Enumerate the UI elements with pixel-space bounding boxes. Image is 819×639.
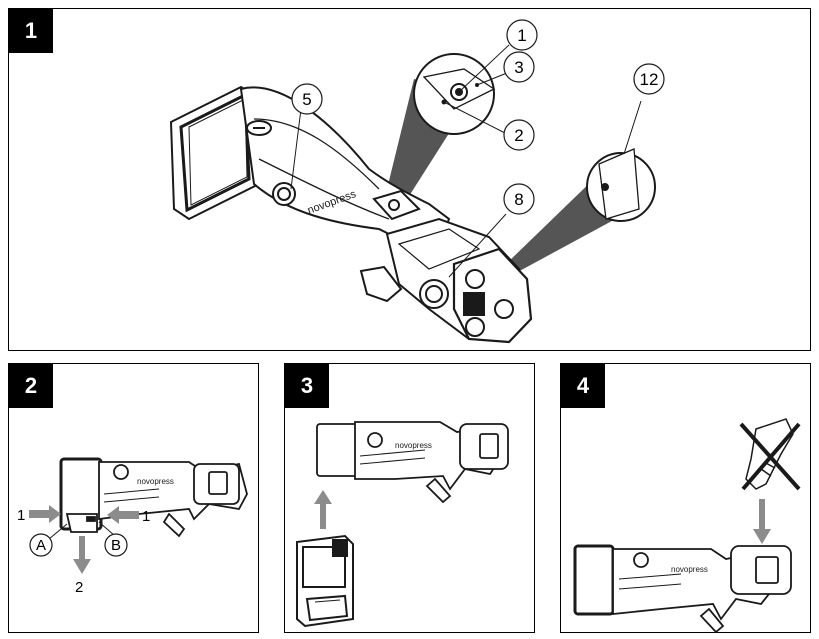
callout-12: 12 <box>633 63 665 95</box>
svg-text:A: A <box>36 537 46 554</box>
callout-1: 1 <box>506 19 538 51</box>
tool-body: novopress <box>239 86 533 344</box>
svg-text:1: 1 <box>142 508 150 525</box>
battery-pack <box>169 85 261 221</box>
panel-4: 4 novopress <box>560 363 811 634</box>
svg-text:3: 3 <box>514 58 523 77</box>
svg-text:12: 12 <box>640 70 659 89</box>
arrow-right-press: 1 <box>107 506 150 525</box>
arrow-up-insert <box>314 490 332 529</box>
svg-text:B: B <box>111 537 121 554</box>
callout-5: 5 <box>291 83 323 115</box>
callout-3: 3 <box>503 51 535 83</box>
magnifier-right <box>586 148 656 222</box>
arrow-down-warning <box>753 499 771 544</box>
panel-number-badge: 3 <box>285 364 329 408</box>
callout-2: 2 <box>503 119 535 151</box>
panel-3: 3 novopress <box>284 363 535 633</box>
tool-side-view: novopress <box>573 544 792 634</box>
panel-2-illustration: novopress 1 1 2 A B <box>17 457 248 596</box>
callout-a: A <box>29 533 53 557</box>
callout-8: 8 <box>503 183 535 215</box>
panel-number-badge: 2 <box>9 364 53 408</box>
svg-text:2: 2 <box>514 126 523 145</box>
panel-4-illustration: novopress <box>573 418 801 634</box>
tool-brand-text: novopress <box>137 477 174 486</box>
panel-3-illustration: novopress <box>296 421 509 628</box>
callout-leaders <box>290 44 642 278</box>
hand-prohibited-icon <box>739 418 801 491</box>
callout-b: B <box>104 533 128 557</box>
panel-number-badge: 4 <box>561 364 605 408</box>
panel-number-badge: 1 <box>9 9 53 53</box>
svg-text:5: 5 <box>302 90 311 109</box>
svg-text:8: 8 <box>514 190 523 209</box>
arrow-left-press: 1 <box>17 505 61 524</box>
arrow-down-remove: 2 <box>73 536 91 596</box>
tool-brand-text: novopress <box>671 565 708 574</box>
magnifier-top <box>413 53 496 135</box>
tool-side-view: novopress <box>59 457 248 538</box>
battery-pack <box>296 534 354 628</box>
svg-text:2: 2 <box>75 579 83 596</box>
tool-brand-text: novopress <box>395 441 432 450</box>
panel-2: 2 novopress 1 1 2 <box>8 363 259 633</box>
svg-text:1: 1 <box>517 26 526 45</box>
svg-text:1: 1 <box>17 507 25 524</box>
panel-1: 1 novopress <box>8 8 811 351</box>
panel-1-illustration: novopress <box>169 19 665 344</box>
tool-side-view: novopress <box>316 421 509 504</box>
